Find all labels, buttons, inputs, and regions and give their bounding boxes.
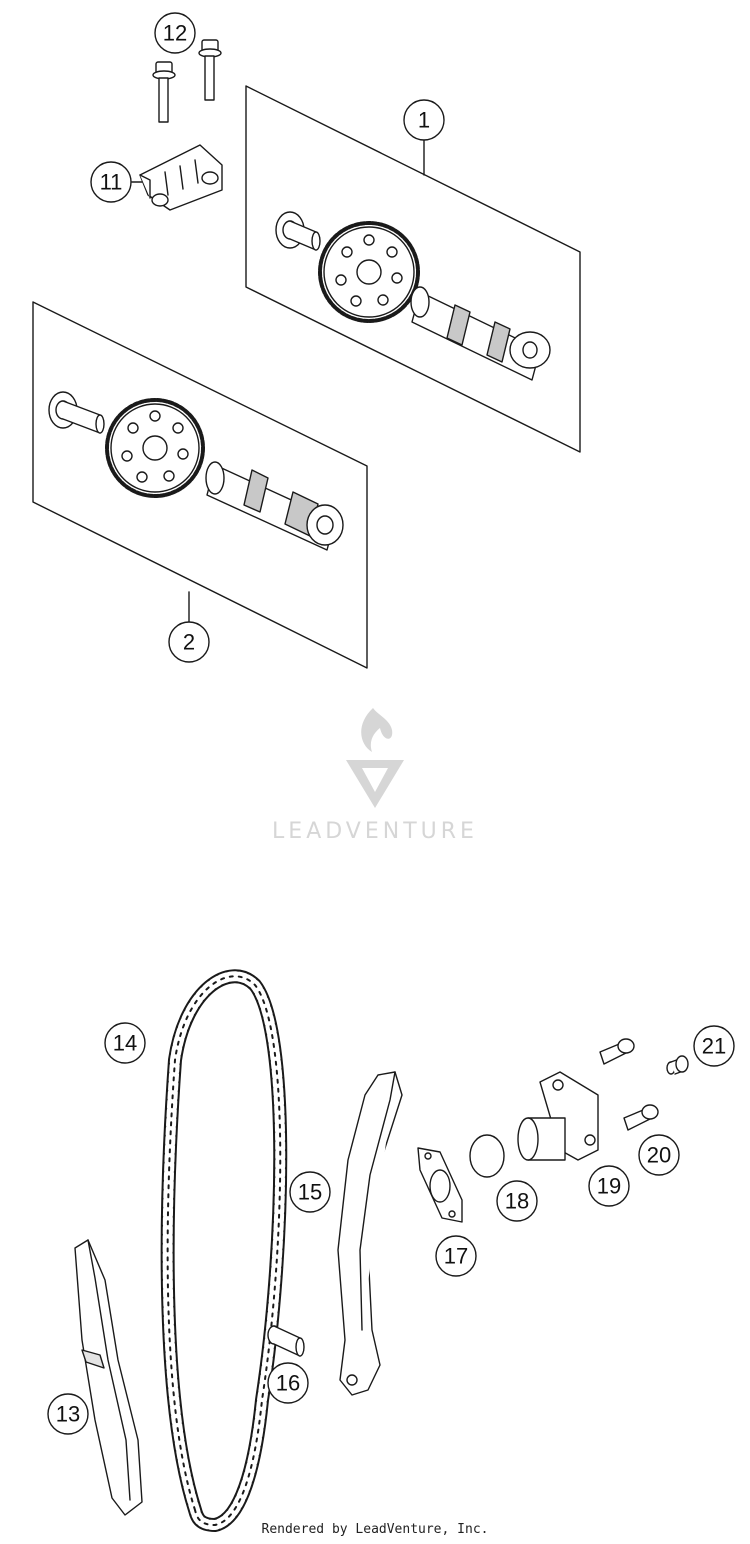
footer-credit: Rendered by LeadVenture, Inc.: [261, 1522, 489, 1537]
callout-17[interactable]: 17: [435, 1235, 477, 1277]
watermark-text: LEADVENTURE: [272, 819, 478, 844]
callout-label-14: 14: [113, 1031, 137, 1056]
callout-label-17: 17: [444, 1244, 468, 1269]
callout-label-15: 15: [298, 1180, 322, 1205]
callout-19[interactable]: 19: [588, 1165, 630, 1207]
callout-label-13: 13: [56, 1402, 80, 1427]
callout-label-21: 21: [702, 1034, 726, 1059]
callout-label-20: 20: [647, 1143, 671, 1168]
tensioner-rail-part-15: [337, 1071, 403, 1396]
bolt-part-12b: [198, 39, 222, 101]
callout-label-1: 1: [418, 108, 430, 133]
panel-camshaft-2: [32, 301, 368, 669]
camshaft-1-shaft: [410, 286, 551, 381]
callout-16[interactable]: 16: [267, 1362, 309, 1404]
callout-14[interactable]: 14: [104, 1022, 146, 1064]
callout-11[interactable]: 11: [90, 161, 132, 203]
callout-label-2: 2: [183, 630, 195, 655]
panel-camshaft-1: [245, 85, 581, 453]
o-ring-part-18: [469, 1134, 505, 1178]
bolt-part-12a: [152, 61, 176, 123]
callout-label-12: 12: [163, 21, 187, 46]
timing-chain-part-14: [160, 969, 288, 1532]
callout-label-11: 11: [100, 170, 123, 195]
callout-20[interactable]: 20: [638, 1134, 680, 1176]
callout-2[interactable]: 2: [168, 621, 210, 663]
camshaft-2-shaft: [205, 461, 344, 551]
callout-15[interactable]: 15: [289, 1171, 331, 1213]
callout-13[interactable]: 13: [47, 1393, 89, 1435]
chain-tensioner-part-19: [517, 1071, 599, 1161]
callout-21[interactable]: 21: [693, 1025, 735, 1067]
callout-label-18: 18: [505, 1189, 529, 1214]
callout-18[interactable]: 18: [496, 1180, 538, 1222]
flame-v-logo-icon: [346, 708, 404, 808]
callout-12[interactable]: 12: [154, 12, 196, 54]
pivot-bolt-part-16: [267, 1325, 305, 1357]
callouts: 1 2 11 12 13 14 15 16 17 18 19 20 21: [47, 12, 735, 1435]
chain-guide-rail-part-13: [74, 1239, 143, 1516]
camshaft-2-sprocket: [105, 398, 205, 498]
cam-bridge-part-11: [139, 144, 223, 211]
camshaft-1-sprocket: [318, 221, 420, 323]
callout-label-16: 16: [276, 1371, 300, 1396]
bolt-part-20: [623, 1104, 659, 1131]
callout-label-19: 19: [597, 1174, 621, 1199]
plug-screw-part-21: [666, 1055, 689, 1075]
callout-1[interactable]: 1: [403, 99, 445, 141]
bolt-tensioner-upper: [599, 1038, 635, 1065]
camshaft-2-washer: [48, 391, 105, 434]
gasket-part-17: [417, 1147, 463, 1223]
camshaft-1-washer: [275, 211, 321, 251]
